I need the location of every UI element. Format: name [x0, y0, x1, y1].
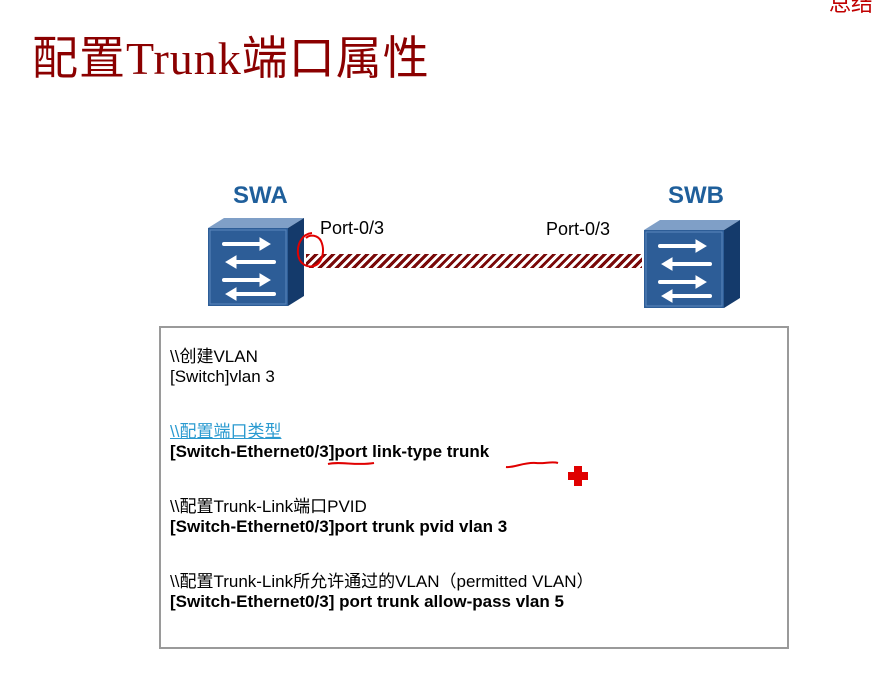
cmd-link-type-trunk: [Switch-Ethernet0/3]port link-type trunk	[170, 442, 490, 461]
cmd-vlan-3: [Switch]vlan 3	[170, 367, 275, 386]
corner-text: 总结	[828, 0, 873, 17]
slide-title: 配置Trunk端口属性	[32, 33, 430, 84]
plus-cursor-icon	[568, 466, 588, 486]
comment-permitted-vlan: \\配置Trunk-Link所允许通过的VLAN（permitted VLAN）	[170, 572, 594, 591]
cmd-trunk-allow-pass: [Switch-Ethernet0/3] port trunk allow-pa…	[170, 592, 564, 611]
switch-a-port-label: Port-0/3	[320, 218, 385, 238]
switch-b-label: SWB	[668, 182, 724, 209]
underline-annotation-trunk	[505, 461, 559, 469]
comment-port-type-link[interactable]: \\配置端口类型	[170, 422, 282, 441]
trunk-link	[306, 254, 642, 268]
comment-trunk-pvid: \\配置Trunk-Link端口PVID	[170, 497, 367, 516]
switch-a-label: SWA	[233, 182, 288, 209]
config-box	[159, 326, 789, 649]
underline-annotation-port	[327, 462, 375, 465]
switch-b-port-label: Port-0/3	[546, 219, 611, 239]
switch-icon-a	[208, 218, 304, 306]
comment-create-vlan: \\创建VLAN	[170, 347, 258, 366]
switch-icon-b	[644, 220, 740, 308]
port-circle-annotation	[296, 232, 324, 268]
cmd-trunk-pvid: [Switch-Ethernet0/3]port trunk pvid vlan…	[170, 517, 508, 536]
